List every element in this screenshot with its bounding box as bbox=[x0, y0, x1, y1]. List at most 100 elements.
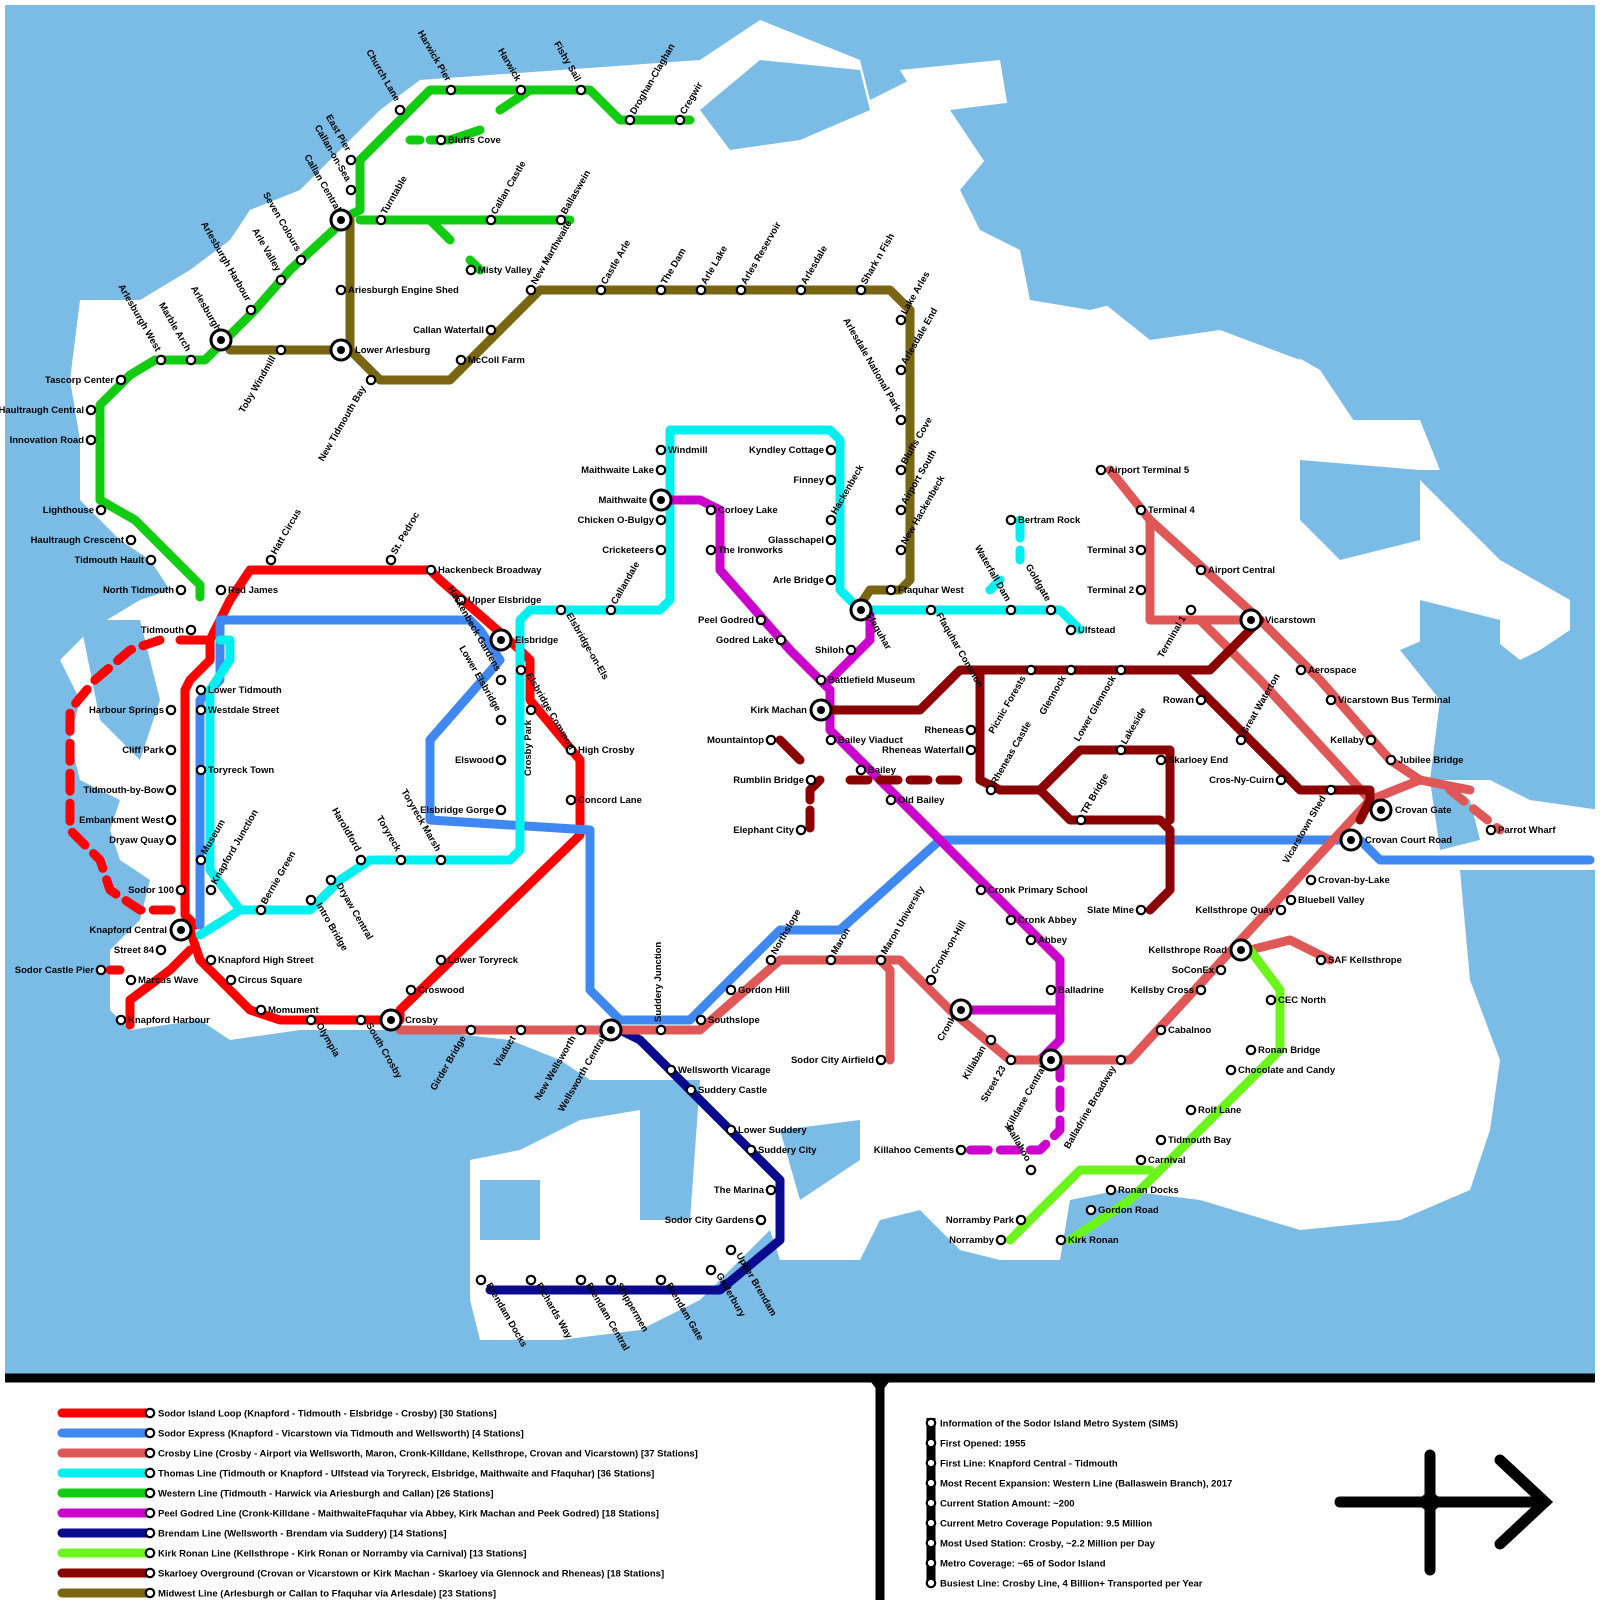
station-marker[interactable] bbox=[827, 446, 835, 454]
station-marker[interactable] bbox=[657, 286, 665, 294]
station-marker[interactable] bbox=[387, 556, 395, 564]
station-marker[interactable] bbox=[1277, 906, 1285, 914]
station-marker[interactable] bbox=[1137, 506, 1145, 514]
station-marker[interactable] bbox=[197, 706, 205, 714]
station-marker[interactable] bbox=[827, 956, 835, 964]
station-marker[interactable] bbox=[757, 616, 765, 624]
station-marker[interactable] bbox=[167, 836, 175, 844]
station-marker[interactable] bbox=[377, 216, 385, 224]
station-marker[interactable] bbox=[657, 516, 665, 524]
station-marker[interactable] bbox=[657, 466, 665, 474]
station-marker[interactable] bbox=[807, 776, 815, 784]
station-marker[interactable] bbox=[777, 636, 785, 644]
station-marker[interactable] bbox=[1137, 546, 1145, 554]
station-marker[interactable] bbox=[97, 506, 105, 514]
station-marker[interactable] bbox=[1227, 1066, 1235, 1074]
station-marker[interactable] bbox=[607, 606, 615, 614]
station-marker[interactable] bbox=[797, 826, 805, 834]
station-marker[interactable] bbox=[1277, 776, 1285, 784]
station-marker[interactable] bbox=[397, 856, 405, 864]
station-marker[interactable] bbox=[967, 726, 975, 734]
station-marker[interactable] bbox=[1267, 996, 1275, 1004]
station-marker[interactable] bbox=[1027, 1166, 1035, 1174]
station-marker[interactable] bbox=[1137, 906, 1145, 914]
station-marker[interactable] bbox=[607, 1276, 615, 1284]
station-marker[interactable] bbox=[987, 786, 995, 794]
station-marker[interactable] bbox=[707, 546, 715, 554]
station-marker[interactable] bbox=[257, 906, 265, 914]
station-marker[interactable] bbox=[697, 286, 705, 294]
station-marker[interactable] bbox=[437, 956, 445, 964]
station-marker[interactable] bbox=[577, 86, 585, 94]
station-marker[interactable] bbox=[897, 506, 905, 514]
station-marker[interactable] bbox=[427, 566, 435, 574]
station-marker[interactable] bbox=[1317, 956, 1325, 964]
station-marker[interactable] bbox=[927, 976, 935, 984]
station-marker[interactable] bbox=[1307, 876, 1315, 884]
station-marker[interactable] bbox=[957, 1146, 965, 1154]
station-marker[interactable] bbox=[1197, 696, 1205, 704]
station-marker[interactable] bbox=[1187, 1106, 1195, 1114]
station-marker[interactable] bbox=[767, 956, 775, 964]
station-marker[interactable] bbox=[1157, 756, 1165, 764]
station-marker[interactable] bbox=[626, 116, 634, 124]
station-marker[interactable] bbox=[337, 286, 345, 294]
station-marker[interactable] bbox=[167, 746, 175, 754]
station-marker[interactable] bbox=[277, 276, 285, 284]
station-marker[interactable] bbox=[897, 546, 905, 554]
station-marker[interactable] bbox=[887, 796, 895, 804]
station-marker[interactable] bbox=[257, 1006, 265, 1014]
station-marker[interactable] bbox=[827, 576, 835, 584]
station-marker[interactable] bbox=[1197, 986, 1205, 994]
station-marker[interactable] bbox=[697, 1016, 705, 1024]
station-marker[interactable] bbox=[1027, 666, 1035, 674]
station-marker[interactable] bbox=[727, 986, 735, 994]
station-marker[interactable] bbox=[1077, 816, 1085, 824]
station-marker[interactable] bbox=[197, 766, 205, 774]
station-marker[interactable] bbox=[1047, 606, 1055, 614]
station-marker[interactable] bbox=[467, 1026, 475, 1034]
station-marker[interactable] bbox=[577, 1276, 585, 1284]
station-marker[interactable] bbox=[897, 466, 905, 474]
station-marker[interactable] bbox=[177, 586, 185, 594]
station-marker[interactable] bbox=[1007, 606, 1015, 614]
station-marker[interactable] bbox=[727, 1246, 735, 1254]
station-marker[interactable] bbox=[517, 86, 525, 94]
station-marker[interactable] bbox=[1017, 1216, 1025, 1224]
station-marker[interactable] bbox=[457, 356, 465, 364]
station-marker[interactable] bbox=[297, 256, 305, 264]
station-marker[interactable] bbox=[1247, 1046, 1255, 1054]
station-marker[interactable] bbox=[527, 286, 535, 294]
station-marker[interactable] bbox=[797, 286, 805, 294]
station-marker[interactable] bbox=[487, 216, 495, 224]
station-marker[interactable] bbox=[467, 266, 475, 274]
station-marker[interactable] bbox=[157, 946, 165, 954]
station-marker[interactable] bbox=[597, 286, 605, 294]
station-marker[interactable] bbox=[667, 1066, 675, 1074]
station-marker[interactable] bbox=[727, 1126, 735, 1134]
station-marker[interactable] bbox=[1387, 756, 1395, 764]
station-marker[interactable] bbox=[437, 856, 445, 864]
station-marker[interactable] bbox=[307, 896, 315, 904]
station-marker[interactable] bbox=[117, 1016, 125, 1024]
station-marker[interactable] bbox=[1237, 736, 1245, 744]
station-marker[interactable] bbox=[747, 1146, 755, 1154]
station-marker[interactable] bbox=[327, 876, 335, 884]
station-marker[interactable] bbox=[347, 186, 355, 194]
station-marker[interactable] bbox=[657, 1276, 665, 1284]
station-marker[interactable] bbox=[1107, 1186, 1115, 1194]
station-marker[interactable] bbox=[227, 976, 235, 984]
station-marker[interactable] bbox=[897, 316, 905, 324]
station-marker[interactable] bbox=[757, 1216, 765, 1224]
station-marker[interactable] bbox=[827, 736, 835, 744]
station-marker[interactable] bbox=[1067, 626, 1075, 634]
station-marker[interactable] bbox=[927, 606, 935, 614]
station-marker[interactable] bbox=[1327, 786, 1335, 794]
station-marker[interactable] bbox=[1047, 986, 1055, 994]
station-marker[interactable] bbox=[707, 506, 715, 514]
station-marker[interactable] bbox=[167, 706, 175, 714]
station-marker[interactable] bbox=[1087, 1206, 1095, 1214]
station-marker[interactable] bbox=[147, 556, 155, 564]
station-marker[interactable] bbox=[877, 956, 885, 964]
station-marker[interactable] bbox=[1137, 586, 1145, 594]
